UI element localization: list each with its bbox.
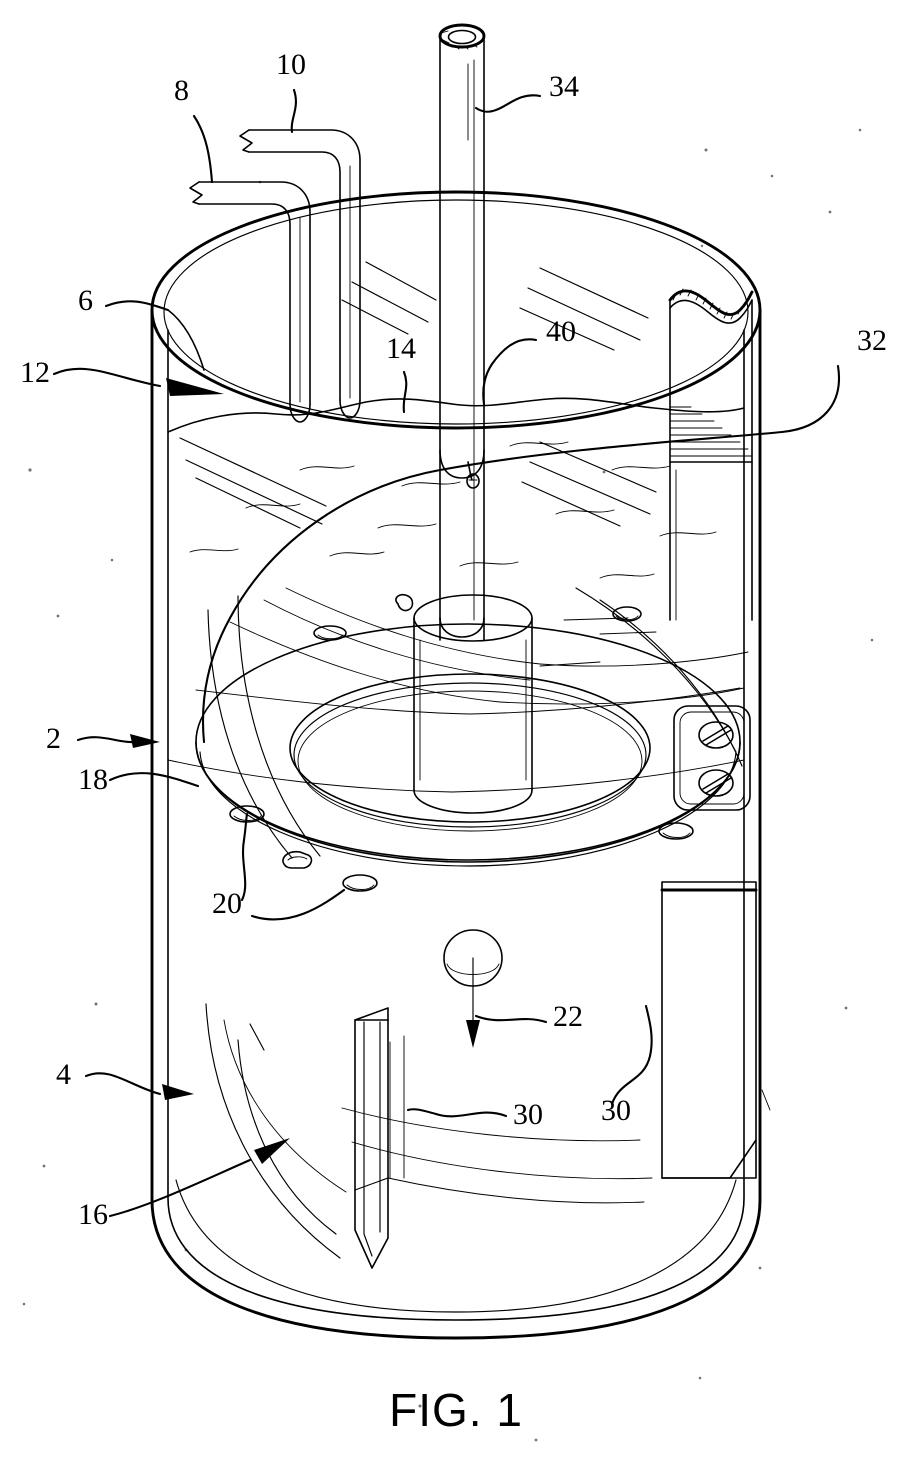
leader-lines — [52, 88, 653, 1218]
scan-specks — [22, 128, 874, 1442]
figure-caption: FIG. 1 — [389, 1384, 523, 1436]
vessel-body — [150, 190, 762, 1340]
arrowhead-12 — [166, 378, 224, 396]
plate-support-curves — [207, 587, 743, 859]
arrowhead-4 — [162, 1084, 194, 1100]
ref-numeral-6: 6 — [78, 284, 93, 317]
right-vertical-bar — [660, 881, 771, 1179]
ref-numeral-40: 40 — [546, 315, 576, 348]
ref-numeral-34: 34 — [549, 70, 579, 103]
front-bent-pipe — [189, 181, 311, 423]
arrowhead-2 — [130, 734, 160, 748]
screw-mount-plate — [673, 705, 751, 811]
vessel-rim — [150, 190, 762, 430]
probe-blade — [354, 1007, 389, 1269]
plate-holes — [229, 606, 694, 892]
tube-rim-hatching — [440, 24, 485, 50]
ref-numeral-10: 10 — [276, 48, 306, 81]
ref-numeral-4: 4 — [56, 1058, 71, 1091]
rear-bent-pipe — [239, 129, 361, 419]
inner-vertical-member — [205, 1003, 341, 1259]
plate-disc — [195, 623, 741, 867]
tube-tip-ball — [466, 461, 480, 489]
central-collar — [395, 593, 533, 814]
torn-edge-hatching — [672, 288, 749, 320]
screw-head-upper — [698, 721, 734, 749]
flow-arrow — [443, 929, 503, 1048]
ref-numeral-30a: 30 — [513, 1098, 543, 1131]
reference-numerals: 2 4 6 8 10 12 14 16 18 20 22 30 30 32 34… — [20, 48, 887, 1231]
ref-numeral-14: 14 — [386, 332, 416, 365]
ref-numeral-18: 18 — [78, 763, 108, 796]
broken-away-column — [668, 288, 754, 621]
ref-numeral-20: 20 — [212, 887, 242, 920]
ref-numeral-12: 12 — [20, 356, 50, 389]
construction-lines — [167, 587, 749, 1204]
leader-32-long — [201, 364, 840, 744]
ref-numeral-22: 22 — [553, 1000, 583, 1033]
liquid-surface — [167, 397, 745, 579]
ref-numeral-16: 16 — [78, 1198, 108, 1231]
ref-numeral-30b: 30 — [601, 1094, 631, 1127]
ref-numeral-2: 2 — [46, 722, 61, 755]
glass-highlight-strokes — [179, 261, 657, 529]
arrowhead-16 — [254, 1138, 290, 1164]
central-tube — [438, 23, 486, 641]
ref-numeral-8: 8 — [174, 74, 189, 107]
section-hatching — [669, 406, 753, 457]
screw-head-lower — [698, 769, 734, 797]
ref-numeral-32: 32 — [857, 324, 887, 357]
